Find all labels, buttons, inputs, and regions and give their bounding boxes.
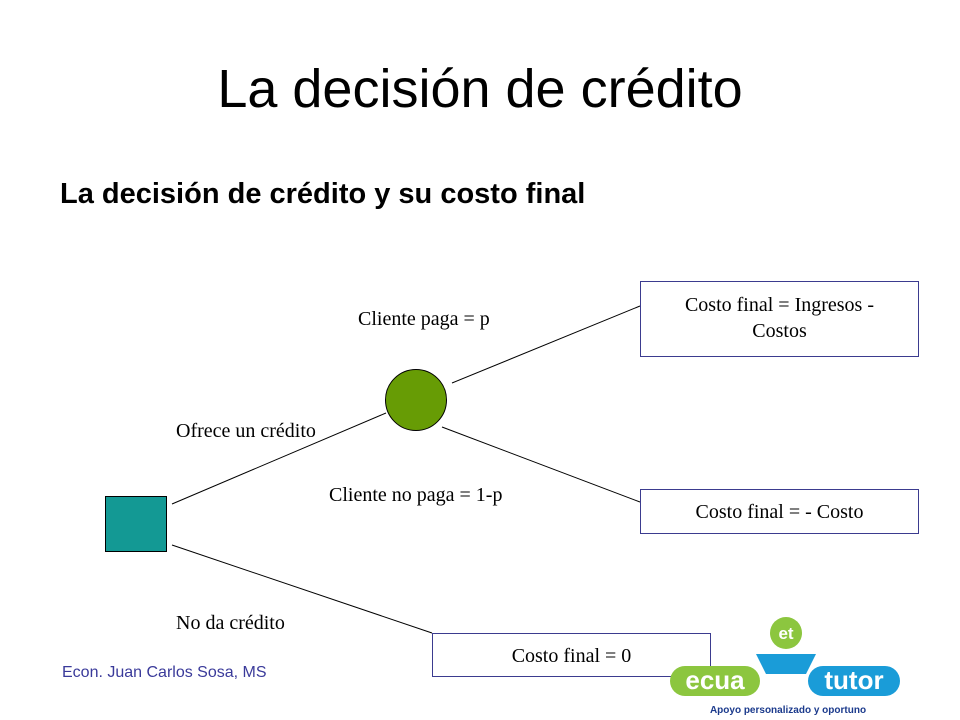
logo-cap (756, 654, 816, 674)
edge-not-pays (441, 426, 641, 503)
outcome-no-credit-text: Costo final = 0 (511, 645, 632, 667)
outcome-box-no-credit: Costo final = 0 (432, 633, 711, 677)
footer-author: Econ. Juan Carlos Sosa, MS (62, 664, 267, 681)
logo-badge-text: et (778, 624, 793, 643)
logo-left-pill (670, 666, 760, 696)
edge-offer (171, 412, 387, 505)
label-client-pays: Cliente paga = p (358, 308, 490, 330)
decision-node (105, 496, 167, 552)
chance-node (385, 369, 447, 431)
outcome-pays-line2: Costos (752, 320, 807, 342)
outcome-box-pays: Costo final = Ingresos - Costos (640, 281, 919, 357)
slide-title: La decisión de crédito (217, 59, 743, 119)
logo-brand-left: ecua (685, 665, 745, 695)
logo-badge-circle (770, 617, 802, 649)
label-client-not-pays: Cliente no paga = 1-p (329, 484, 503, 506)
ecuatutor-logo: et ecua tutor Apoyo personalizado y opor… (670, 617, 900, 716)
outcome-box-not-pays: Costo final = - Costo (640, 489, 919, 534)
edge-no-credit (171, 544, 433, 634)
outcome-not-pays-text: Costo final = - Costo (695, 501, 864, 523)
label-offer-credit: Ofrece un crédito (176, 420, 316, 442)
outcome-pays-line1: Costo final = Ingresos - (684, 294, 875, 316)
label-no-credit: No da crédito (176, 612, 285, 634)
slide-subtitle: La decisión de crédito y su costo final (60, 178, 586, 210)
edge-pays (451, 305, 641, 384)
logo-tagline: Apoyo personalizado y oportuno (710, 705, 866, 716)
logo-brand-right: tutor (824, 665, 883, 695)
logo-right-pill (808, 666, 900, 696)
